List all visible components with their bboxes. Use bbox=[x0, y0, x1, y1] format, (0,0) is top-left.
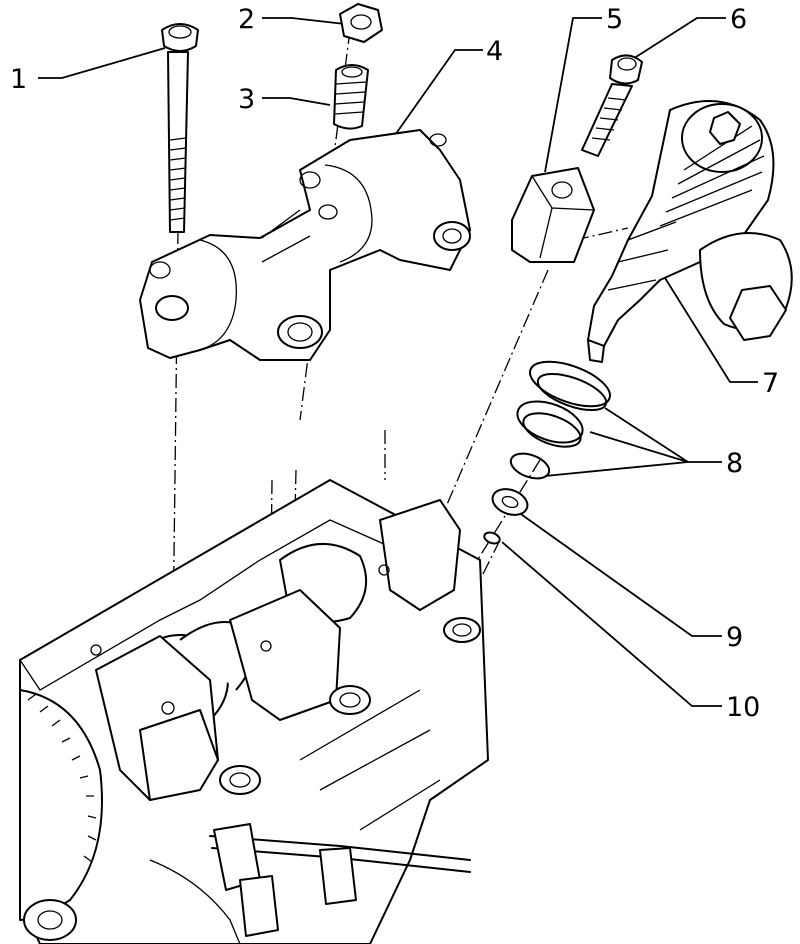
part-6-clamp-bolt bbox=[581, 54, 643, 157]
part-9-washer bbox=[491, 488, 529, 516]
callout-2: 2 bbox=[238, 4, 256, 35]
part-1-bolt bbox=[161, 23, 199, 233]
leader-lines bbox=[38, 17, 758, 707]
part-4-rocker-arm-assembly bbox=[139, 129, 471, 361]
part-5-clamping-block bbox=[511, 167, 595, 263]
part-7-unit-injector bbox=[587, 100, 793, 363]
part-3-adjusting-screw bbox=[333, 64, 369, 130]
callout-5: 5 bbox=[606, 4, 624, 35]
callout-10: 10 bbox=[726, 692, 761, 723]
callout-3: 3 bbox=[238, 84, 256, 115]
callout-4: 4 bbox=[486, 36, 504, 67]
callout-7: 7 bbox=[762, 368, 780, 399]
callout-8: 8 bbox=[726, 448, 744, 479]
part-8-o-rings bbox=[509, 360, 611, 480]
part-2-nut bbox=[339, 3, 383, 43]
cylinder-head bbox=[19, 479, 489, 944]
callout-1: 1 bbox=[10, 64, 28, 95]
callout-6: 6 bbox=[730, 4, 748, 35]
part-10-seal bbox=[483, 531, 501, 545]
callout-9: 9 bbox=[726, 622, 744, 653]
